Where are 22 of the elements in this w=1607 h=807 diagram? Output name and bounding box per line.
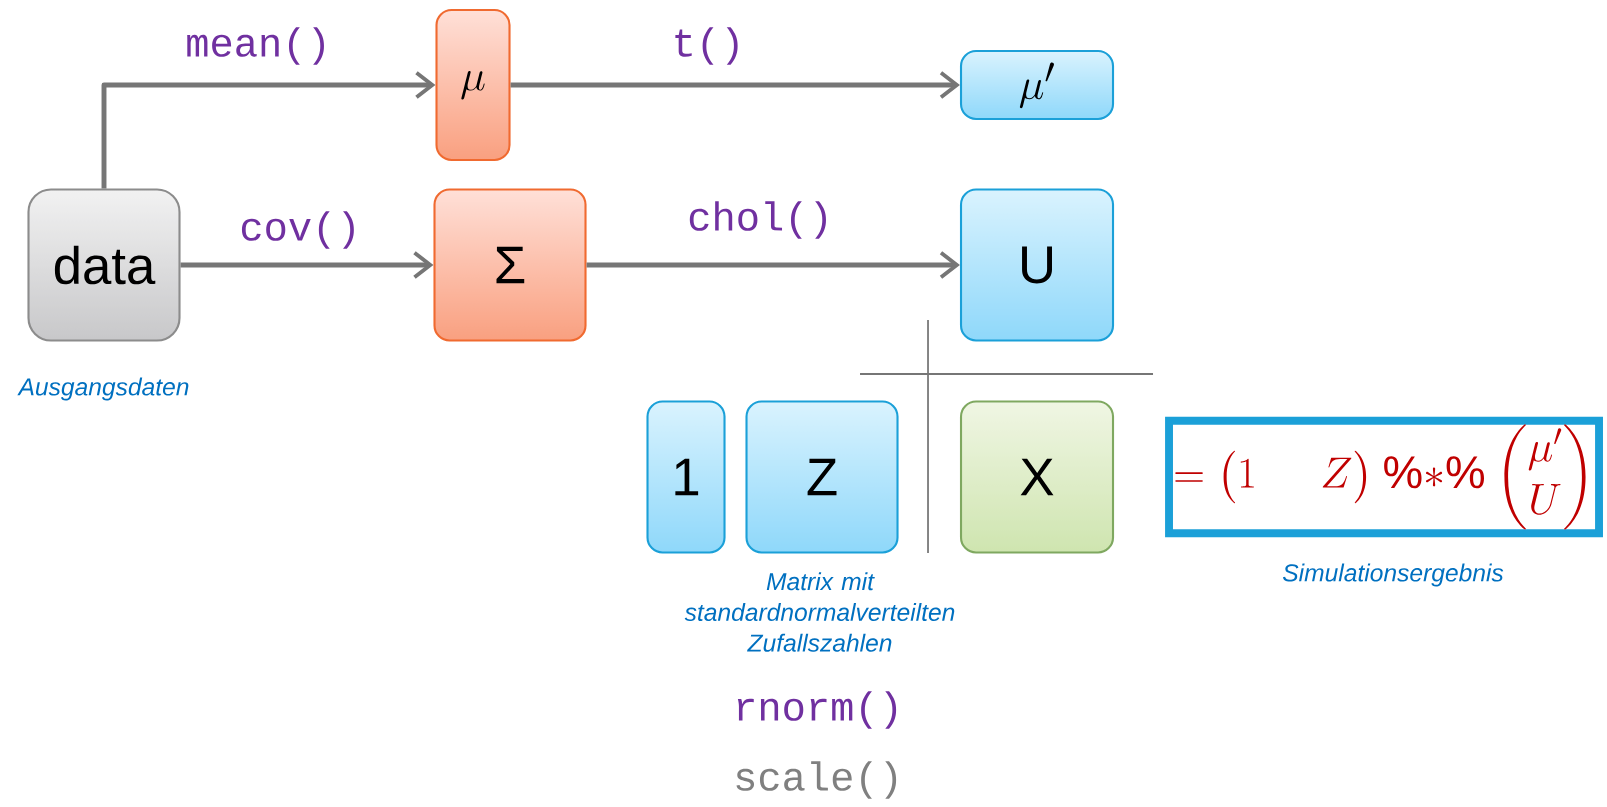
formula-box: $= \begin{pmatrix}1 & \quad Z\end{pmatrix} \mathbin{\%{*}\%} \begin{pmatrix}\mu' \\ U\end{pmatrix}$ bbox=[1165, 416, 1603, 538]
transposed-mean-box: $\mu'$ bbox=[959, 49, 1115, 121]
node-label: Ausgangsdaten bbox=[17, 377, 189, 401]
arrow bbox=[510, 71, 960, 99]
function-label: chol() bbox=[689, 201, 826, 239]
function-label: mean() bbox=[187, 27, 324, 65]
function-label: cov() bbox=[241, 211, 354, 249]
function-label: scale() bbox=[736, 761, 897, 799]
random-matrix-box: Z bbox=[745, 400, 899, 554]
result-box: X bbox=[959, 400, 1115, 554]
arrow bbox=[101, 71, 436, 189]
covariance-box: Σ bbox=[433, 188, 587, 342]
arrow bbox=[180, 251, 434, 279]
node-label: Simulationsergebnis bbox=[1282, 563, 1504, 587]
data-box: data bbox=[27, 188, 181, 342]
ones-column-box: 1 bbox=[646, 400, 726, 554]
mean-box: $\mu$ bbox=[435, 8, 511, 162]
function-label: rnorm() bbox=[737, 691, 897, 729]
function-label: t() bbox=[675, 27, 738, 65]
arrow bbox=[586, 251, 960, 279]
node-label: Matrix mit standardnormalverteilten Zufallszahlen bbox=[684, 572, 955, 652]
cholesky-box: U bbox=[959, 188, 1115, 342]
